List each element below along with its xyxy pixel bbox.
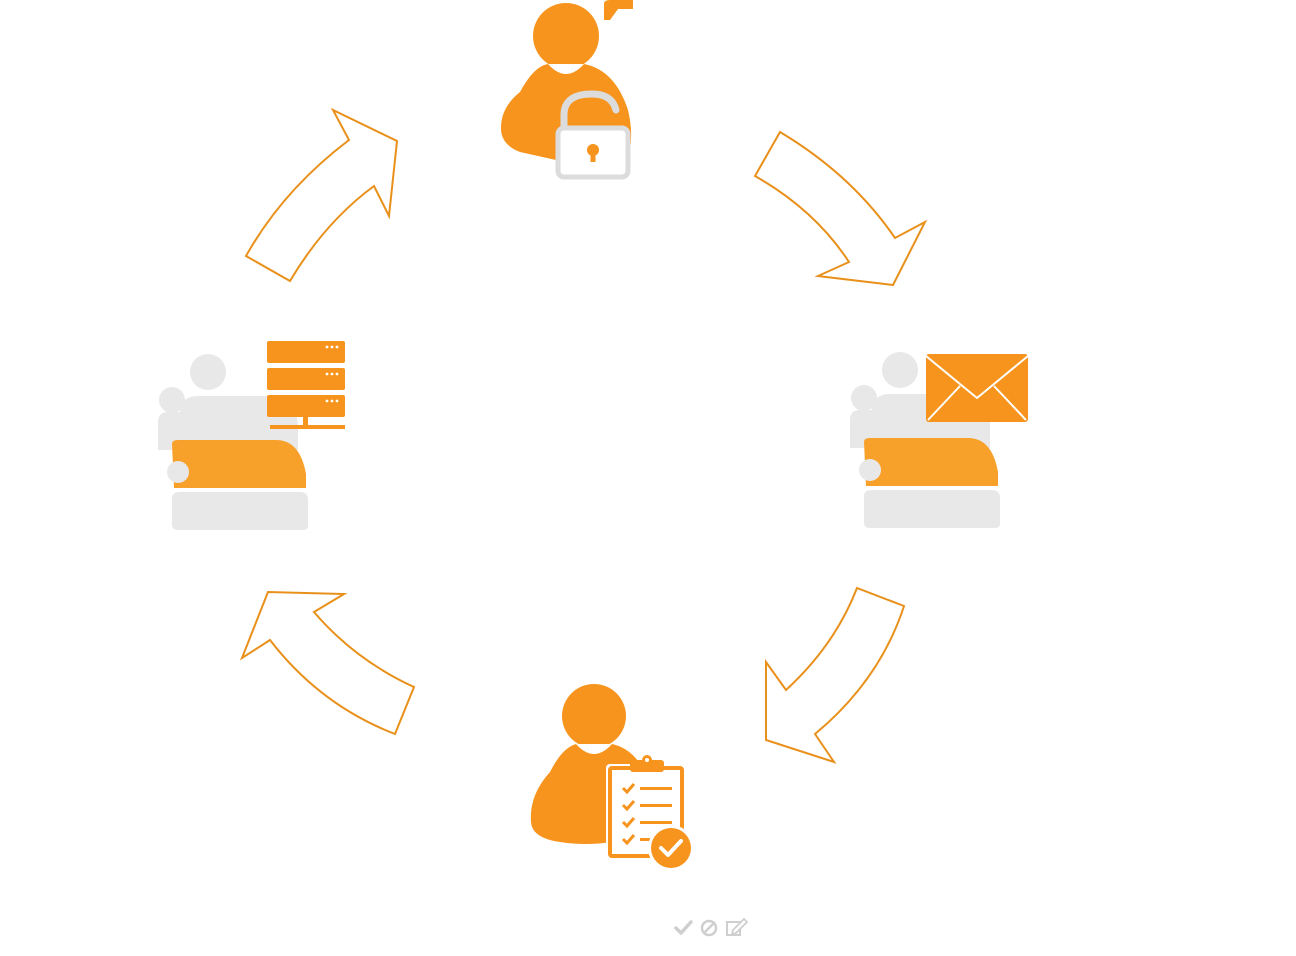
check-circle-icon [648, 825, 694, 871]
node-group-mail [850, 352, 1029, 528]
arrow-top-left [244, 107, 399, 283]
node-user-checklist [530, 684, 694, 871]
node-user-unlock [500, 0, 633, 180]
arrow-bottom-left [239, 590, 416, 736]
user-icon [533, 3, 599, 69]
server-stack-icon [267, 341, 345, 429]
toolbar [673, 917, 749, 937]
unlock-icon [555, 90, 631, 180]
arrow-bottom-right [765, 586, 906, 764]
speech-bubble-icon [604, 0, 633, 20]
envelope-icon [925, 354, 1029, 422]
node-group-server [158, 341, 345, 530]
checkmark-icon[interactable] [673, 919, 693, 937]
user-icon [562, 684, 626, 748]
edit-icon[interactable] [726, 917, 749, 936]
arrow-top-right [753, 130, 928, 287]
ban-icon[interactable] [700, 919, 718, 937]
